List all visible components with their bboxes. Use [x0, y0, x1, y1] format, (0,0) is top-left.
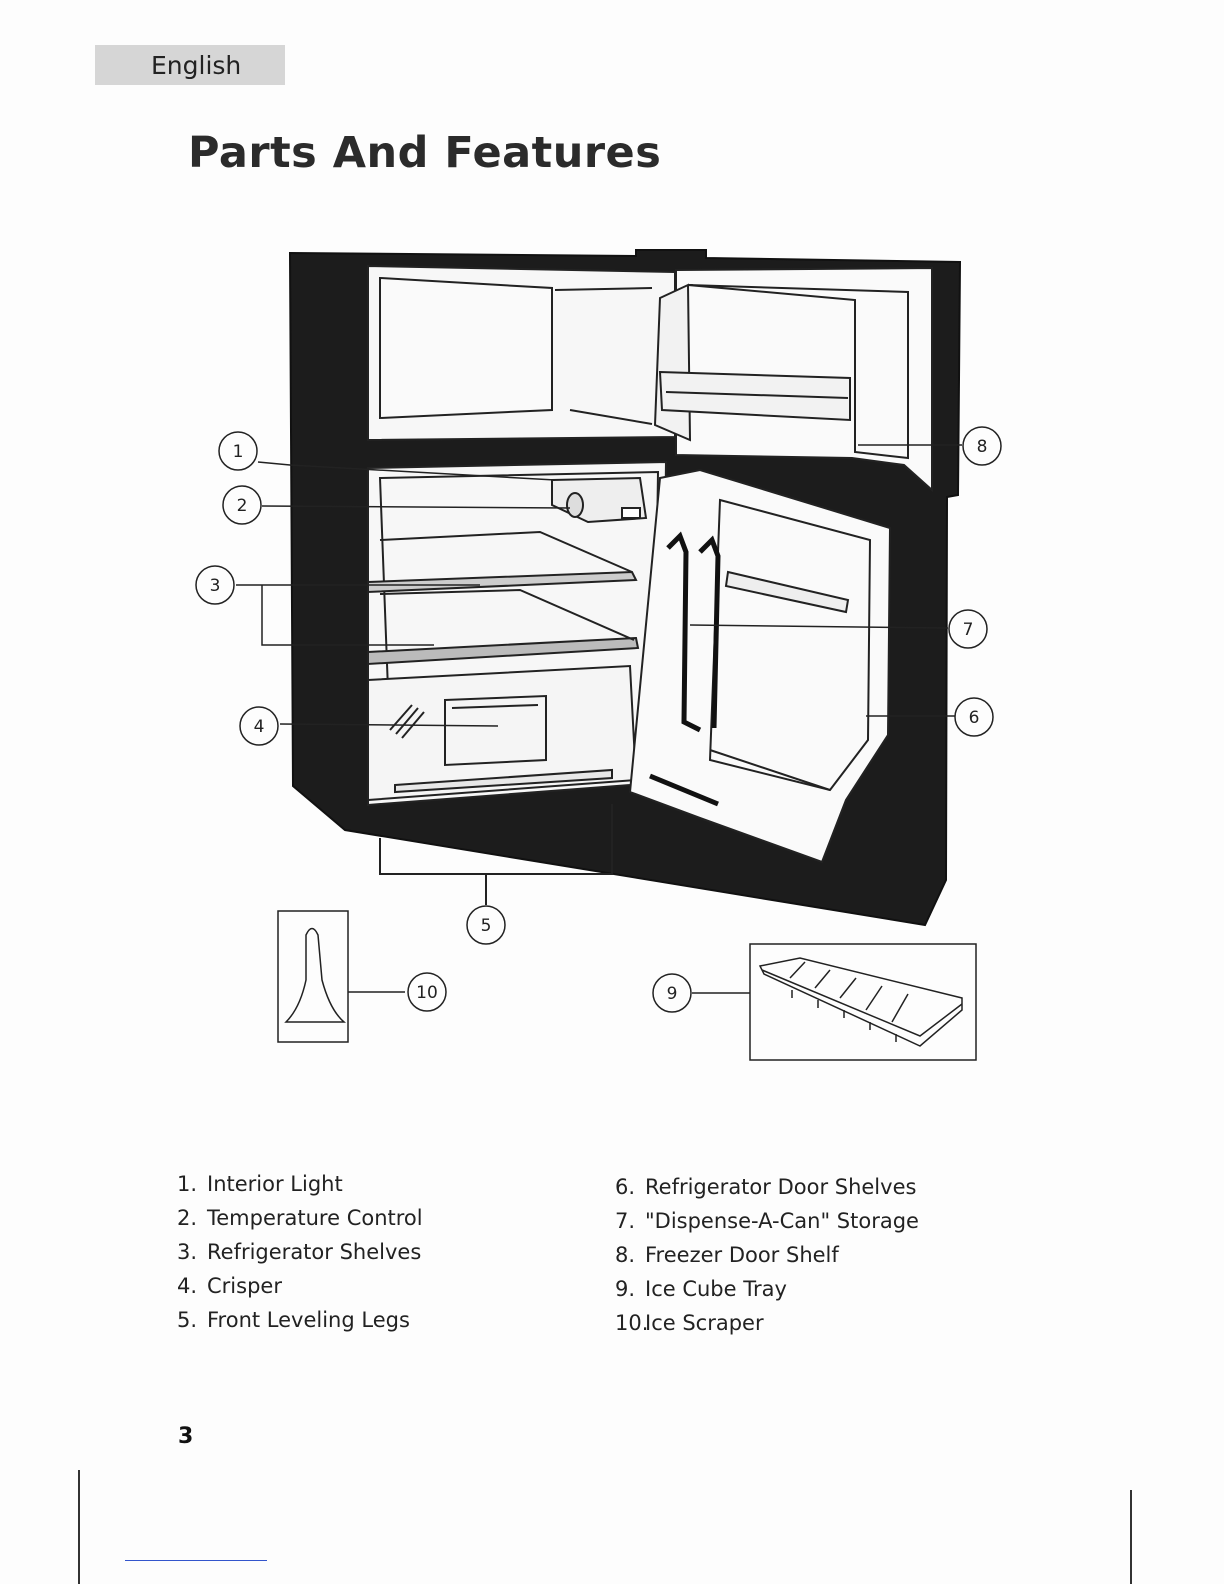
ice-tray-icon [760, 958, 962, 1046]
part-label: Ice Cube Tray [645, 1277, 787, 1301]
callout-label-7: 7 [963, 620, 974, 640]
page-number: 3 [178, 1424, 193, 1449]
list-item: 8.Freezer Door Shelf [615, 1238, 919, 1272]
part-label: Crisper [207, 1274, 282, 1298]
list-item: 1.Interior Light [177, 1167, 423, 1201]
parts-list-right: 6.Refrigerator Door Shelves 7."Dispense-… [615, 1170, 919, 1340]
list-item: 5.Front Leveling Legs [177, 1303, 423, 1337]
list-item: 10.Ice Scraper [615, 1306, 919, 1340]
callout-label-8: 8 [977, 437, 988, 457]
list-item: 4.Crisper [177, 1269, 423, 1303]
part-label: Freezer Door Shelf [645, 1243, 839, 1267]
callout-label-2: 2 [237, 496, 248, 516]
part-label: Refrigerator Door Shelves [645, 1175, 916, 1199]
parts-list-left: 1.Interior Light 2.Temperature Control 3… [177, 1167, 423, 1337]
part-label: Interior Light [207, 1172, 343, 1196]
part-label: Refrigerator Shelves [207, 1240, 421, 1264]
callout-label-3: 3 [210, 576, 221, 596]
list-item: 2.Temperature Control [177, 1201, 423, 1235]
callout-label-9: 9 [667, 984, 678, 1004]
part-label: Front Leveling Legs [207, 1308, 410, 1332]
part-label: "Dispense-A-Can" Storage [645, 1209, 919, 1233]
callout-label-10: 10 [416, 983, 438, 1003]
ice-scraper-icon [286, 929, 344, 1023]
part-label: Temperature Control [207, 1206, 423, 1230]
right-edge-line [1130, 1490, 1132, 1584]
list-item: 6.Refrigerator Door Shelves [615, 1170, 919, 1204]
callout-label-5: 5 [481, 916, 492, 936]
list-item: 9.Ice Cube Tray [615, 1272, 919, 1306]
callout-label-1: 1 [233, 442, 244, 462]
part-label: Ice Scraper [645, 1311, 764, 1335]
callout-label-6: 6 [969, 708, 980, 728]
callout-label-4: 4 [254, 717, 265, 737]
list-item: 7."Dispense-A-Can" Storage [615, 1204, 919, 1238]
list-item: 3.Refrigerator Shelves [177, 1235, 423, 1269]
bottom-rule [125, 1560, 267, 1561]
left-edge-line [78, 1470, 80, 1584]
